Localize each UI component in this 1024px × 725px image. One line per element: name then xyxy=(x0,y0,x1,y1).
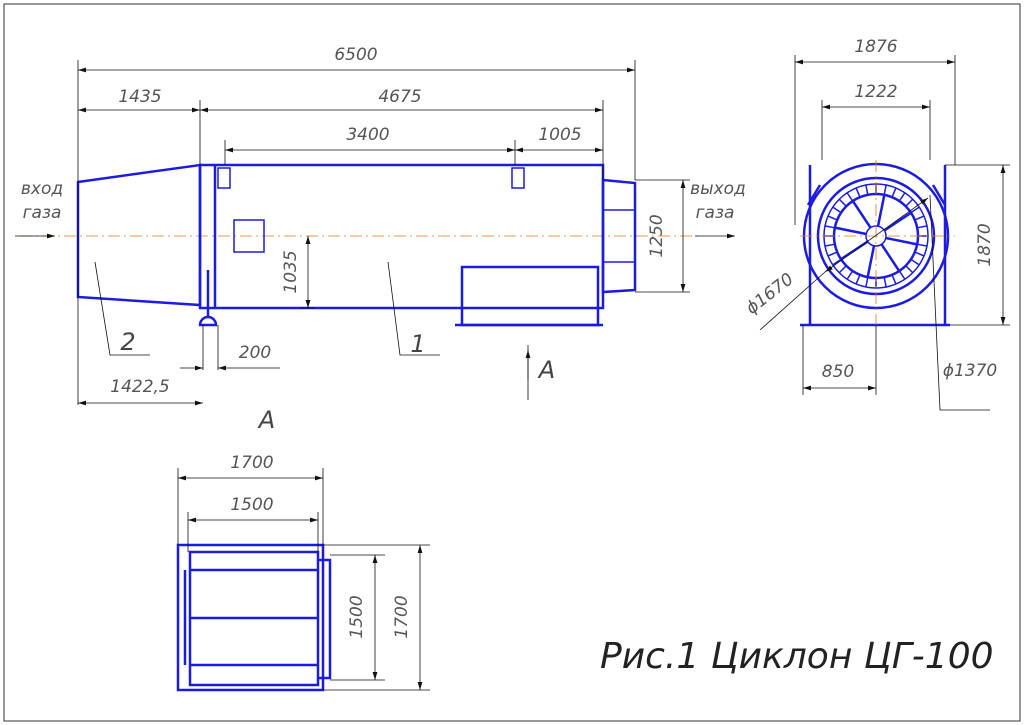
swirl-vane xyxy=(846,270,854,280)
dim-1700-w: 1700 xyxy=(230,453,273,473)
spoke xyxy=(866,245,876,278)
inlet-cone xyxy=(76,163,202,307)
plan-view-a: 1700 1500 1500 1700 xyxy=(176,453,430,692)
dim-1870: 1870 xyxy=(975,223,995,266)
view-a-title: A xyxy=(257,406,275,434)
swirl-vane xyxy=(846,192,854,202)
dim-1700-h: 1700 xyxy=(392,595,412,638)
swirl-vane xyxy=(827,215,838,221)
dim-1500-w: 1500 xyxy=(230,495,273,515)
part-1-label: 1 xyxy=(410,330,425,358)
swirl-vane xyxy=(855,187,861,198)
outlet-label: выход xyxy=(690,179,746,199)
spoke xyxy=(834,226,867,236)
swirl-vane xyxy=(855,274,861,285)
swirl-vane xyxy=(905,198,914,207)
swirl-vane xyxy=(883,277,887,288)
swirl-vane xyxy=(898,270,906,280)
lifting-lugs xyxy=(217,167,525,189)
support-foot xyxy=(198,270,218,327)
dim-1435: 1435 xyxy=(118,87,161,107)
swirl-vane xyxy=(838,198,847,207)
spoke xyxy=(885,236,918,246)
inlet-label: вход xyxy=(21,179,63,199)
hopper-box xyxy=(460,265,600,327)
dim-1005: 1005 xyxy=(538,125,581,145)
dim-200: 200 xyxy=(239,343,271,363)
swirl-vane xyxy=(824,225,835,229)
swirl-vane xyxy=(865,277,869,288)
dim-phi-1370: ϕ1370 xyxy=(943,361,997,381)
swirl-vane xyxy=(883,184,887,195)
swirl-vane xyxy=(832,206,842,214)
dim-1035: 1035 xyxy=(281,250,301,293)
dim-850: 850 xyxy=(822,362,854,382)
spoke xyxy=(851,200,872,229)
swirl-vane xyxy=(827,251,838,257)
swirl-vane xyxy=(898,192,906,202)
end-view: 1876 1222 1870 850 ϕ1670 ϕ1370 xyxy=(742,37,1010,411)
spoke xyxy=(876,194,886,227)
spoke xyxy=(880,243,901,272)
swirl-vane xyxy=(914,251,925,257)
cyclone-body xyxy=(198,163,605,310)
dim-1250: 1250 xyxy=(647,214,667,257)
drawing-frame xyxy=(3,3,1021,722)
dim-1422-5: 1422,5 xyxy=(110,377,169,397)
spoke xyxy=(883,211,912,232)
swirl-vane xyxy=(832,258,842,266)
hatch xyxy=(233,219,265,253)
dim-3400: 3400 xyxy=(346,125,389,145)
dim-1500-h: 1500 xyxy=(347,595,367,638)
swirl-vane xyxy=(865,184,869,195)
swirl-vane xyxy=(914,215,925,221)
dim-1222: 1222 xyxy=(854,82,897,102)
inlet-label-2: газа xyxy=(23,203,62,223)
side-view: 6500 1435 4675 3400 1005 1035 1250 1422,… xyxy=(15,45,746,434)
swirl-vane xyxy=(838,265,847,274)
swirl-vane xyxy=(910,258,920,266)
drawing-title: Рис.1 Циклон ЦГ-100 xyxy=(600,636,994,677)
outlet-pipe xyxy=(601,178,637,294)
swirl-vane xyxy=(917,243,928,247)
swirl-vane xyxy=(917,225,928,229)
dim-4675: 4675 xyxy=(378,87,421,107)
swirl-vane xyxy=(824,243,835,247)
swirl-vane xyxy=(905,265,914,274)
swirl-vane xyxy=(891,187,897,198)
section-mark: A xyxy=(537,356,555,384)
dim-1876: 1876 xyxy=(854,37,897,57)
swirl-vane xyxy=(910,206,920,214)
dim-phi-1670: ϕ1670 xyxy=(742,269,797,318)
part-2-label: 2 xyxy=(120,328,135,356)
dim-6500: 6500 xyxy=(334,45,377,65)
swirl-vane xyxy=(891,274,897,285)
outlet-label-2: газа xyxy=(696,203,735,223)
